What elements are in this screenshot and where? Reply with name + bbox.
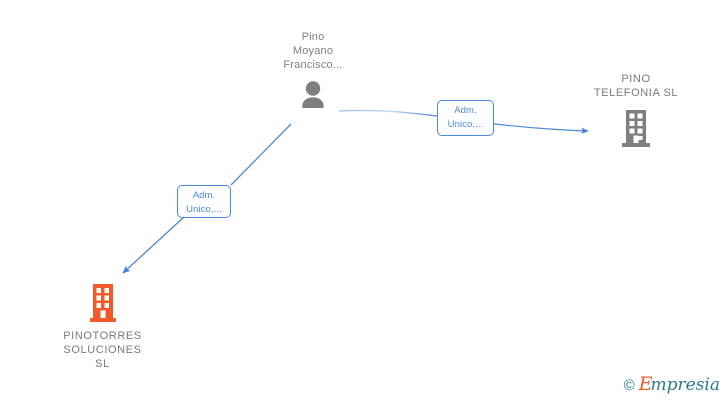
node-company-pino-telefonia[interactable]: PINO TELEFONIA SL — [578, 72, 694, 148]
edge-person-to-left-label — [230, 123, 292, 186]
person-icon[interactable] — [296, 78, 330, 112]
company-right-label: PINO TELEFONIA SL — [593, 73, 679, 99]
company-left-label: PINOTORRES SOLUCIONES SL — [63, 330, 142, 370]
edge-label-person-to-pinotorres[interactable]: Adm. Unico,... — [177, 185, 231, 218]
brand-initial: E — [638, 373, 653, 395]
edge-left-label-to-company — [122, 216, 185, 274]
person-label: Pino Moyano Francisco... — [283, 31, 343, 71]
company-left-icon-wrap — [37, 283, 168, 323]
empresia-watermark: © Empresia — [624, 375, 720, 395]
edge-person-to-right-label — [338, 109, 438, 117]
person-icon-wrap — [258, 78, 368, 112]
copyright-icon: © — [623, 376, 635, 394]
brand-rest: mpresia — [650, 375, 721, 395]
building-icon[interactable] — [619, 108, 653, 148]
edge-label-person-to-pino-telefonia[interactable]: Adm. Unico,... — [437, 100, 494, 136]
node-person[interactable]: Pino Moyano Francisco... — [258, 30, 368, 112]
building-icon[interactable] — [88, 283, 118, 323]
edge-right-label-to-company — [493, 123, 589, 134]
company-right-icon-wrap — [578, 108, 694, 148]
node-company-pinotorres[interactable]: PINOTORRES SOLUCIONES SL — [37, 283, 168, 371]
brand-name: Empresia — [639, 375, 720, 395]
